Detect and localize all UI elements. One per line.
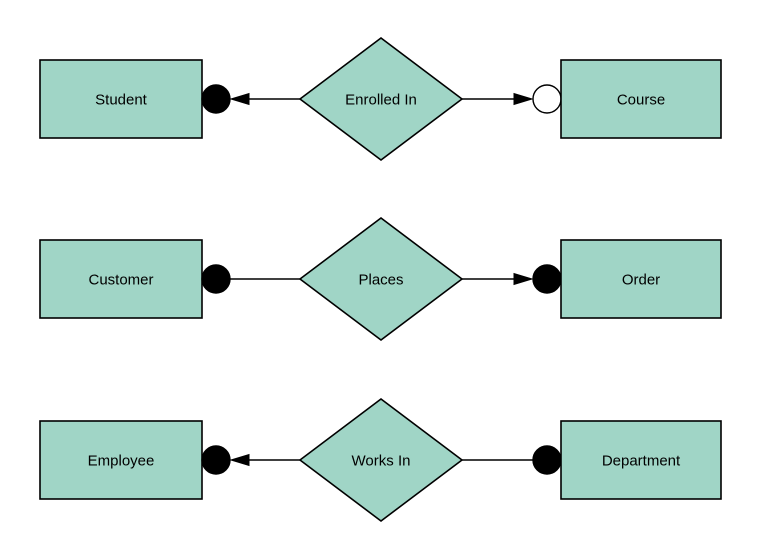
entity-department-label: Department xyxy=(602,452,681,469)
entity-employee[interactable] xyxy=(39,420,203,500)
filled-circle-terminal-student[interactable] xyxy=(201,84,231,114)
filled-circle-terminal-customer[interactable] xyxy=(201,264,231,294)
relationship-enrolled-in-label: Enrolled In xyxy=(345,91,417,108)
arrowhead-right-icon xyxy=(513,92,534,106)
entity-student[interactable] xyxy=(39,59,203,139)
entity-department[interactable] xyxy=(560,420,722,500)
entity-order-label: Order xyxy=(622,271,660,288)
entity-customer-label: Customer xyxy=(88,271,153,288)
relationship-places-label: Places xyxy=(358,271,403,288)
entity-employee-label: Employee xyxy=(88,452,155,469)
arrowhead-right-icon xyxy=(513,272,534,286)
relationship-row-places: Customer Places Order xyxy=(39,216,722,342)
entity-course-label: Course xyxy=(617,91,665,108)
arrowhead-left-icon xyxy=(229,92,250,106)
relationship-works-in-label: Works In xyxy=(352,452,411,469)
entity-student-label: Student xyxy=(95,91,148,108)
entity-course[interactable] xyxy=(560,59,722,139)
arrowhead-left-icon xyxy=(229,453,250,467)
open-circle-terminal-course[interactable] xyxy=(532,84,562,114)
entity-order[interactable] xyxy=(560,239,722,319)
filled-circle-terminal-employee[interactable] xyxy=(201,445,231,475)
filled-circle-terminal-order[interactable] xyxy=(532,264,562,294)
filled-circle-terminal-department[interactable] xyxy=(532,445,562,475)
relationship-row-works-in: Employee Works In Department xyxy=(39,397,722,523)
entity-customer[interactable] xyxy=(39,239,203,319)
relationship-row-enrolled-in: Student Enrolled In Course xyxy=(39,36,722,162)
